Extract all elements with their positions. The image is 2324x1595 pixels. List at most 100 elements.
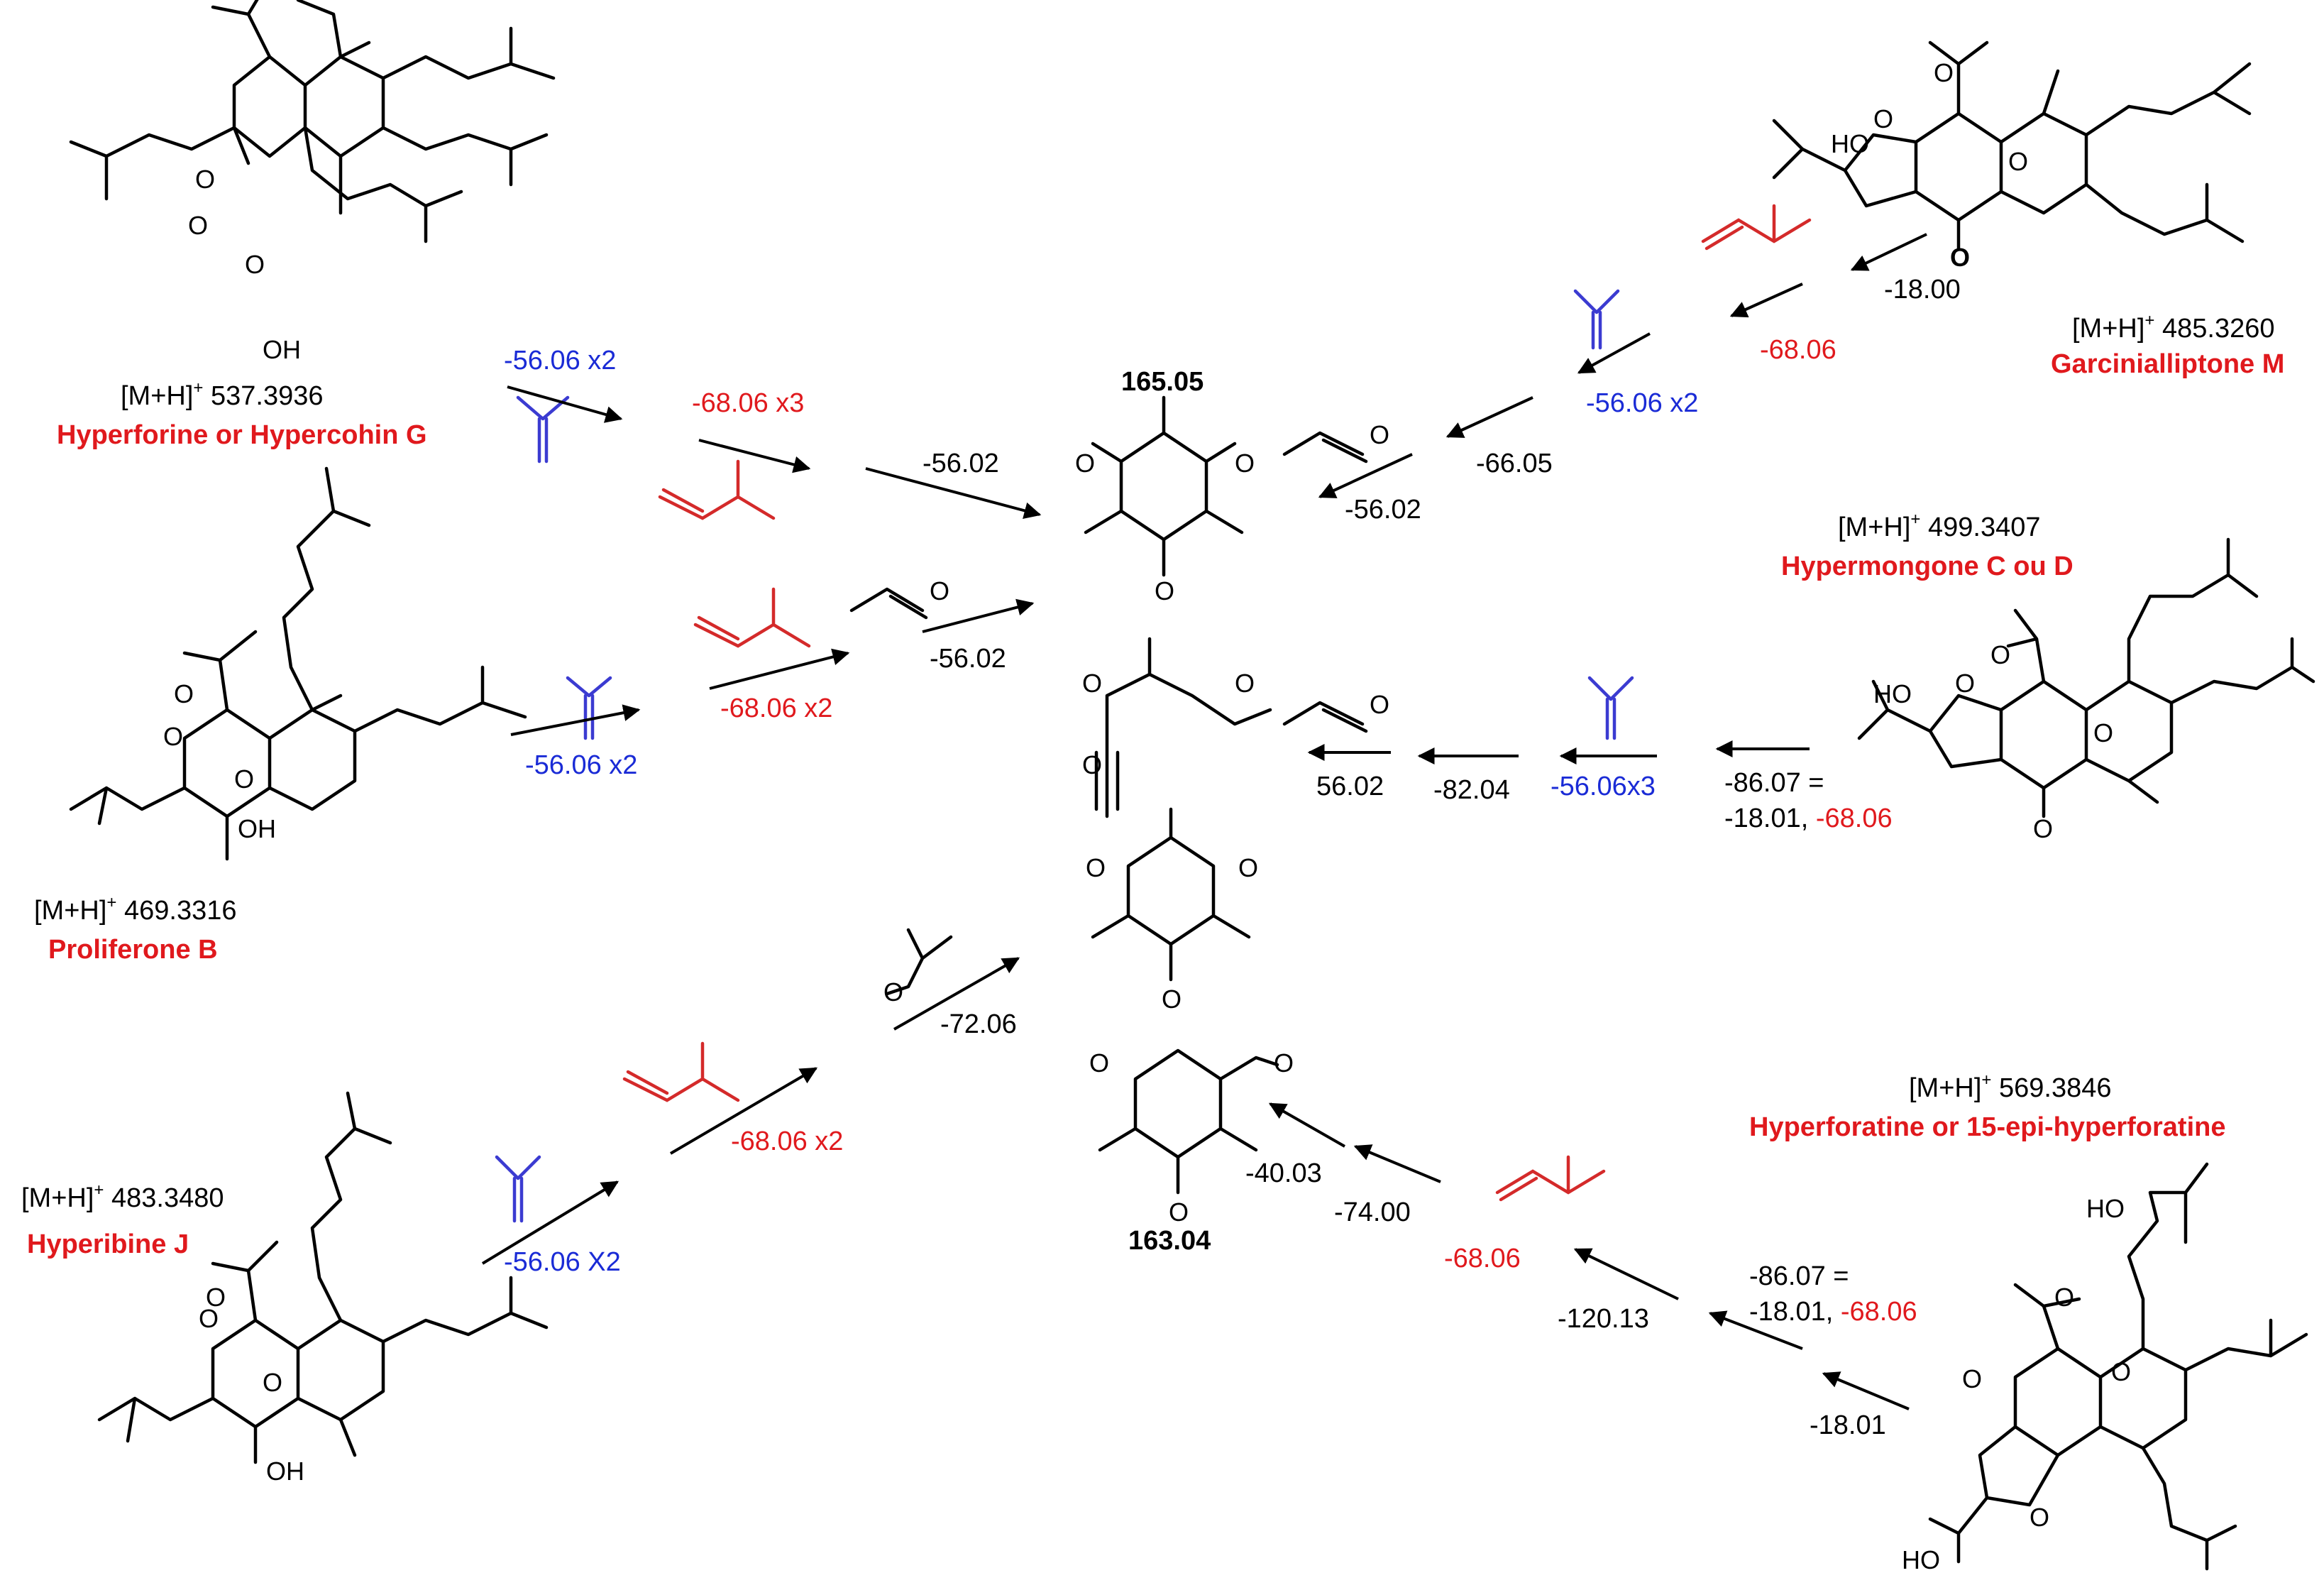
loss-label: -56.02 bbox=[923, 449, 999, 478]
atom-o: O bbox=[245, 250, 265, 279]
compound-name: Hyperforine or Hypercohin G bbox=[57, 420, 427, 450]
loss-label: -56.02 bbox=[930, 644, 1006, 674]
loss-label: -56.06x3 bbox=[1551, 772, 1656, 801]
isoprene-icon bbox=[1701, 204, 1812, 251]
loss-label: -68.06 x2 bbox=[731, 1127, 843, 1156]
arrows bbox=[481, 233, 1927, 1410]
atom-o: O bbox=[206, 1283, 226, 1312]
compound-mz: [M+H]+ 569.3846 bbox=[1909, 1070, 2111, 1103]
loss-label: -68.06 x3 bbox=[692, 388, 804, 418]
isoprene-icon bbox=[1495, 1155, 1606, 1202]
arrow bbox=[1708, 1310, 1803, 1350]
arrow bbox=[1822, 1371, 1910, 1410]
arrow bbox=[893, 957, 1020, 1031]
atom-ho: HO bbox=[1831, 129, 1869, 158]
loss-label: -56.06 x2 bbox=[504, 346, 616, 376]
arrow bbox=[669, 1067, 818, 1155]
compound-name: Proliferone B bbox=[48, 935, 218, 965]
atom-o: O bbox=[1086, 853, 1106, 882]
arrow bbox=[698, 439, 811, 473]
loss-label: -18.01 bbox=[1810, 1410, 1886, 1440]
fragment-linear: O O O bbox=[1082, 637, 1272, 818]
atom-o: O bbox=[2030, 1503, 2049, 1532]
atom-o: O bbox=[1075, 449, 1095, 478]
acrolein-icon: O bbox=[1282, 690, 1389, 733]
loss-label: -56.06 x2 bbox=[525, 750, 637, 780]
loss-label: -66.05 bbox=[1476, 449, 1553, 478]
fragment-mass-163: 163.04 bbox=[1128, 1226, 1211, 1256]
isoprene-icon bbox=[693, 587, 811, 648]
atom-o: O bbox=[1873, 104, 1893, 133]
fragment-mass-165: 165.05 bbox=[1121, 367, 1204, 397]
compound-name: Hyperibine J bbox=[27, 1229, 189, 1259]
loss-label: -72.06 bbox=[940, 1009, 1017, 1039]
atom-o: O bbox=[1990, 640, 2010, 669]
atom-o: O bbox=[2054, 1283, 2074, 1312]
fragment-163-ring: O O O bbox=[1089, 1048, 1294, 1227]
structure-hyperforatine: O O O O HO HO bbox=[1902, 1162, 2308, 1574]
isobutylene-icon bbox=[1573, 289, 1620, 350]
atom-o: O bbox=[2093, 718, 2113, 747]
compound-mz: [M+H]+ 485.3260 bbox=[2072, 311, 2274, 344]
atom-oh: OH bbox=[238, 814, 276, 843]
loss-label: -56.06 X2 bbox=[504, 1247, 621, 1277]
atom-o: O bbox=[1370, 690, 1389, 719]
isoprene-icon bbox=[622, 1041, 740, 1102]
atom-oh: OH bbox=[263, 335, 301, 364]
atom-o: O bbox=[1082, 750, 1102, 779]
atom-o: O bbox=[1274, 1048, 1294, 1078]
atom-o: O bbox=[1370, 420, 1389, 449]
fragment-quinone: O O O bbox=[1086, 807, 1258, 1014]
atom-o: O bbox=[2111, 1357, 2131, 1386]
compound-name: Garcinialliptone M bbox=[2051, 349, 2284, 379]
atom-o: O bbox=[195, 165, 215, 194]
loss-label: -68.06 bbox=[1760, 335, 1836, 365]
loss-label: -68.06 x2 bbox=[720, 694, 832, 723]
arrow bbox=[922, 598, 1035, 633]
arrow bbox=[709, 648, 850, 690]
atom-o: O bbox=[1169, 1197, 1189, 1227]
arrow bbox=[510, 704, 641, 736]
atom-ho: HO bbox=[1873, 679, 1912, 708]
atom-o: O bbox=[263, 1368, 282, 1397]
structure-garcinialliptone-m: HO O O O O bbox=[1772, 40, 2252, 272]
loss-label: -18.01, -68.06 bbox=[1724, 804, 1893, 833]
acrolein-icon: O bbox=[1282, 420, 1389, 464]
atom-o: O bbox=[199, 1304, 219, 1333]
loss-label: -18.01, -68.06 bbox=[1749, 1297, 1917, 1327]
loss-label: -40.03 bbox=[1245, 1158, 1322, 1188]
atom-o: O bbox=[1962, 1364, 1982, 1393]
loss-label: -86.07 = bbox=[1749, 1261, 1849, 1291]
arrow bbox=[1445, 396, 1533, 438]
acrolein-icon: O bbox=[849, 576, 949, 620]
atom-o: O bbox=[2008, 147, 2028, 176]
atom-o: O bbox=[163, 722, 183, 751]
loss-label: -68.06 bbox=[1444, 1244, 1521, 1273]
atom-o: O bbox=[883, 977, 903, 1007]
compound-mz: [M+H]+ 469.3316 bbox=[34, 893, 236, 926]
atom-o: O bbox=[1155, 576, 1174, 605]
arrow bbox=[1573, 1248, 1679, 1300]
loss-label: -56.02 bbox=[1345, 495, 1421, 525]
structure-proliferone-b: O O O OH bbox=[69, 466, 527, 861]
arrow bbox=[1577, 332, 1651, 374]
atom-o: O bbox=[1238, 853, 1258, 882]
compound-name: Hyperforatine or 15-epi-hyperforatine bbox=[1749, 1112, 2225, 1142]
arrow bbox=[865, 467, 1042, 520]
compound-mz: [M+H]+ 483.3480 bbox=[21, 1180, 224, 1213]
isobutylene-icon bbox=[1587, 676, 1634, 740]
atom-o: O bbox=[1235, 669, 1255, 698]
loss-label: -74.00 bbox=[1334, 1197, 1411, 1227]
isobutylene-icon bbox=[566, 676, 612, 740]
compound-mz: [M+H]+ 537.3936 bbox=[121, 378, 323, 411]
atom-o: O bbox=[2033, 814, 2053, 843]
atom-o: O bbox=[930, 576, 949, 605]
loss-label: -56.06 x2 bbox=[1586, 388, 1698, 418]
arrow bbox=[1850, 233, 1927, 271]
loss-label: -82.04 bbox=[1433, 775, 1510, 805]
atom-o: O bbox=[1082, 669, 1102, 698]
compound-name: Hypermongone C ou D bbox=[1781, 552, 2074, 581]
fragment-165-ring: O O O bbox=[1075, 395, 1255, 605]
loss-label: -120.13 bbox=[1558, 1304, 1649, 1334]
